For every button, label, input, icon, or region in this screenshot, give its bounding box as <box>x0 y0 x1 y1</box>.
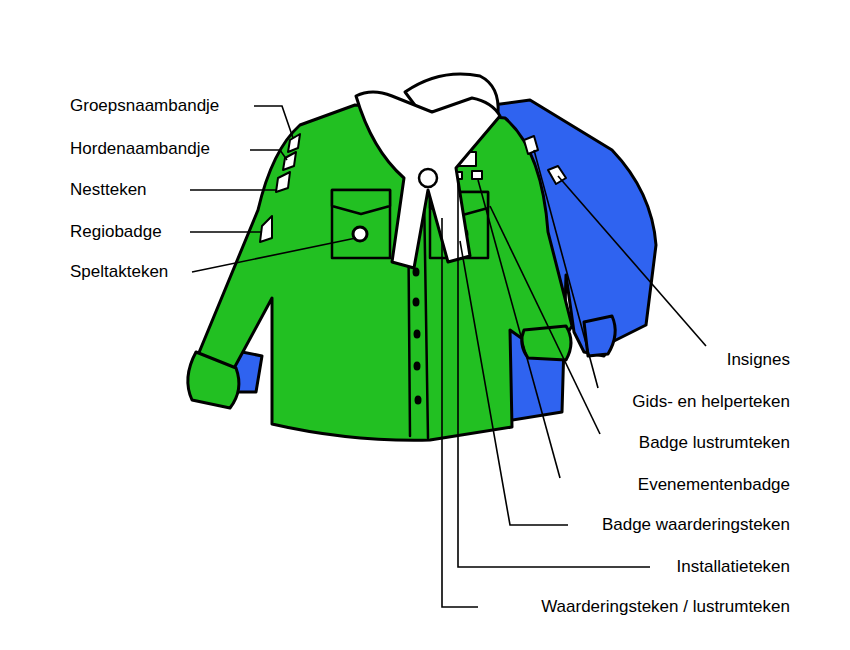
callout-label: Gids- en helperteken <box>632 391 790 413</box>
pocket-flap-left <box>332 190 390 214</box>
leader-line <box>490 206 600 434</box>
callout-label: Nestteken <box>70 179 147 201</box>
leader-line <box>442 218 478 607</box>
callout-label: Hordenaambandje <box>70 138 210 160</box>
callout-label: Waarderingsteken / lustrumteken <box>541 596 790 618</box>
leader-line <box>534 150 598 388</box>
button <box>414 330 421 339</box>
regiobadge <box>260 216 272 242</box>
leader-line <box>192 238 356 272</box>
placket-edge <box>424 192 428 438</box>
callout-label: Groepsnaambandje <box>70 95 219 117</box>
green-cuff-left <box>188 352 239 408</box>
leader-line <box>460 241 568 525</box>
callout-label: Badge lustrumteken <box>639 432 790 454</box>
leader-line <box>190 189 276 191</box>
button <box>413 298 420 307</box>
callout-label: Installatieteken <box>677 556 790 578</box>
groepsnaambandje <box>288 134 300 152</box>
callout-label: Insignes <box>727 349 790 371</box>
button <box>415 396 422 405</box>
green-cuff-right <box>522 326 571 360</box>
leader-line <box>190 231 262 233</box>
button <box>414 362 421 371</box>
hordenaambandje <box>283 152 296 170</box>
nestteken <box>276 172 290 192</box>
leader-line <box>250 150 287 160</box>
leader-line <box>458 180 650 567</box>
callout-label: Badge waarderingsteken <box>602 514 790 536</box>
insigne <box>524 136 538 154</box>
pocket-left <box>332 190 390 258</box>
leader-line <box>478 180 560 478</box>
callout-label: Regiobadge <box>70 221 162 243</box>
callout-label: Speltakteken <box>70 261 168 283</box>
evenementenbadge <box>472 171 482 179</box>
scarf-knot <box>419 169 437 187</box>
blue-cuff <box>584 316 615 356</box>
leader-line <box>254 106 293 138</box>
callout-label: Evenementenbadge <box>638 474 790 496</box>
